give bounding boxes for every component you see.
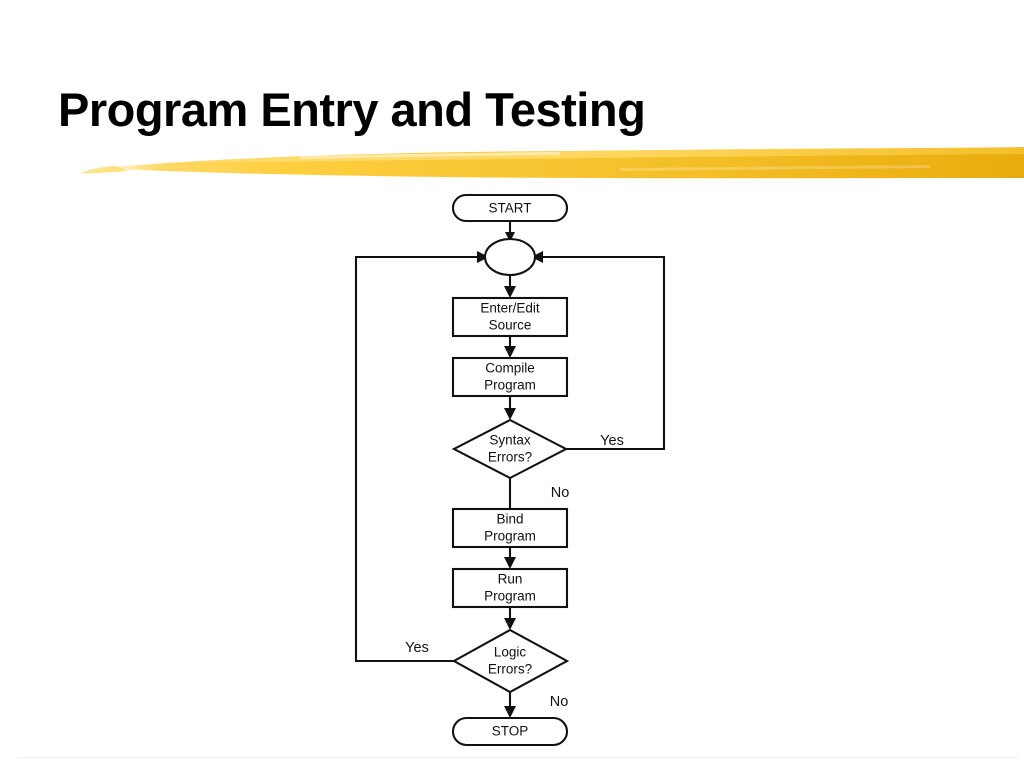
node-enter-edit-source[interactable]: Enter/Edit Source bbox=[451, 296, 569, 338]
node-merge-connector[interactable] bbox=[483, 237, 537, 277]
bind-program-label-line2: Program bbox=[484, 529, 536, 544]
node-syntax-errors-decision[interactable]: Syntax Errors? bbox=[451, 418, 569, 480]
logic-errors-diamond-shape bbox=[451, 628, 570, 694]
compile-program-label-line2: Program bbox=[484, 378, 536, 393]
bind-program-shape bbox=[451, 507, 569, 549]
label-syntax-no: No bbox=[551, 485, 570, 501]
node-run-program[interactable]: Run Program bbox=[451, 567, 569, 609]
footer-divider bbox=[18, 757, 1018, 758]
node-stop[interactable]: STOP bbox=[451, 716, 569, 747]
logic-errors-label-line2: Errors? bbox=[488, 662, 532, 677]
syntax-errors-diamond-shape bbox=[451, 418, 569, 480]
arrowhead-bind-to-run bbox=[504, 557, 516, 569]
run-program-shape bbox=[451, 567, 569, 609]
page-title: Program Entry and Testing bbox=[58, 83, 646, 136]
enter-edit-source-shape bbox=[451, 296, 569, 338]
flow-branch-labels: Yes No Yes No bbox=[405, 433, 624, 710]
label-logic-yes: Yes bbox=[405, 640, 429, 656]
merge-connector-shape bbox=[483, 237, 537, 277]
syntax-errors-label-line1: Syntax bbox=[489, 433, 531, 448]
compile-program-label-line1: Compile bbox=[485, 361, 535, 376]
enter-edit-source-label-line2: Source bbox=[489, 318, 532, 333]
syntax-errors-label-line2: Errors? bbox=[488, 450, 532, 465]
stop-terminator-label: STOP bbox=[492, 724, 529, 739]
arrowhead-logic-yes-loop bbox=[477, 251, 489, 263]
edge-logic-yes-loop bbox=[354, 255, 487, 663]
compile-program-shape bbox=[451, 356, 569, 398]
arrowhead-run-to-logic bbox=[504, 618, 516, 630]
arrowhead-enter-edit-to-compile bbox=[504, 346, 516, 358]
start-terminator-shape bbox=[451, 193, 569, 223]
edge-syntax-yes-loop bbox=[533, 255, 666, 451]
flow-edges bbox=[354, 219, 666, 718]
label-logic-no: No bbox=[550, 694, 569, 710]
node-compile-program[interactable]: Compile Program bbox=[451, 356, 569, 398]
run-program-label-line2: Program bbox=[484, 589, 536, 604]
arrowhead-merge-to-enter-edit bbox=[504, 286, 516, 298]
label-syntax-yes: Yes bbox=[600, 433, 624, 449]
enter-edit-source-label-line1: Enter/Edit bbox=[480, 301, 540, 316]
stop-terminator-shape bbox=[451, 716, 569, 747]
node-logic-errors-decision[interactable]: Logic Errors? bbox=[451, 628, 570, 694]
arrowhead-logic-no-to-stop bbox=[504, 706, 516, 718]
arrowhead-compile-to-syntax bbox=[504, 408, 516, 420]
start-terminator-label: START bbox=[488, 201, 531, 216]
run-program-label-line1: Run bbox=[498, 572, 523, 587]
node-start[interactable]: START bbox=[451, 193, 569, 223]
yellow-brush-underline bbox=[80, 147, 1024, 179]
bind-program-label-line1: Bind bbox=[496, 512, 523, 527]
node-bind-program[interactable]: Bind Program bbox=[451, 507, 569, 549]
logic-errors-label-line1: Logic bbox=[494, 645, 527, 660]
arrowhead-syntax-yes-loop bbox=[531, 251, 543, 263]
arrowhead-start-to-merge bbox=[505, 232, 515, 242]
